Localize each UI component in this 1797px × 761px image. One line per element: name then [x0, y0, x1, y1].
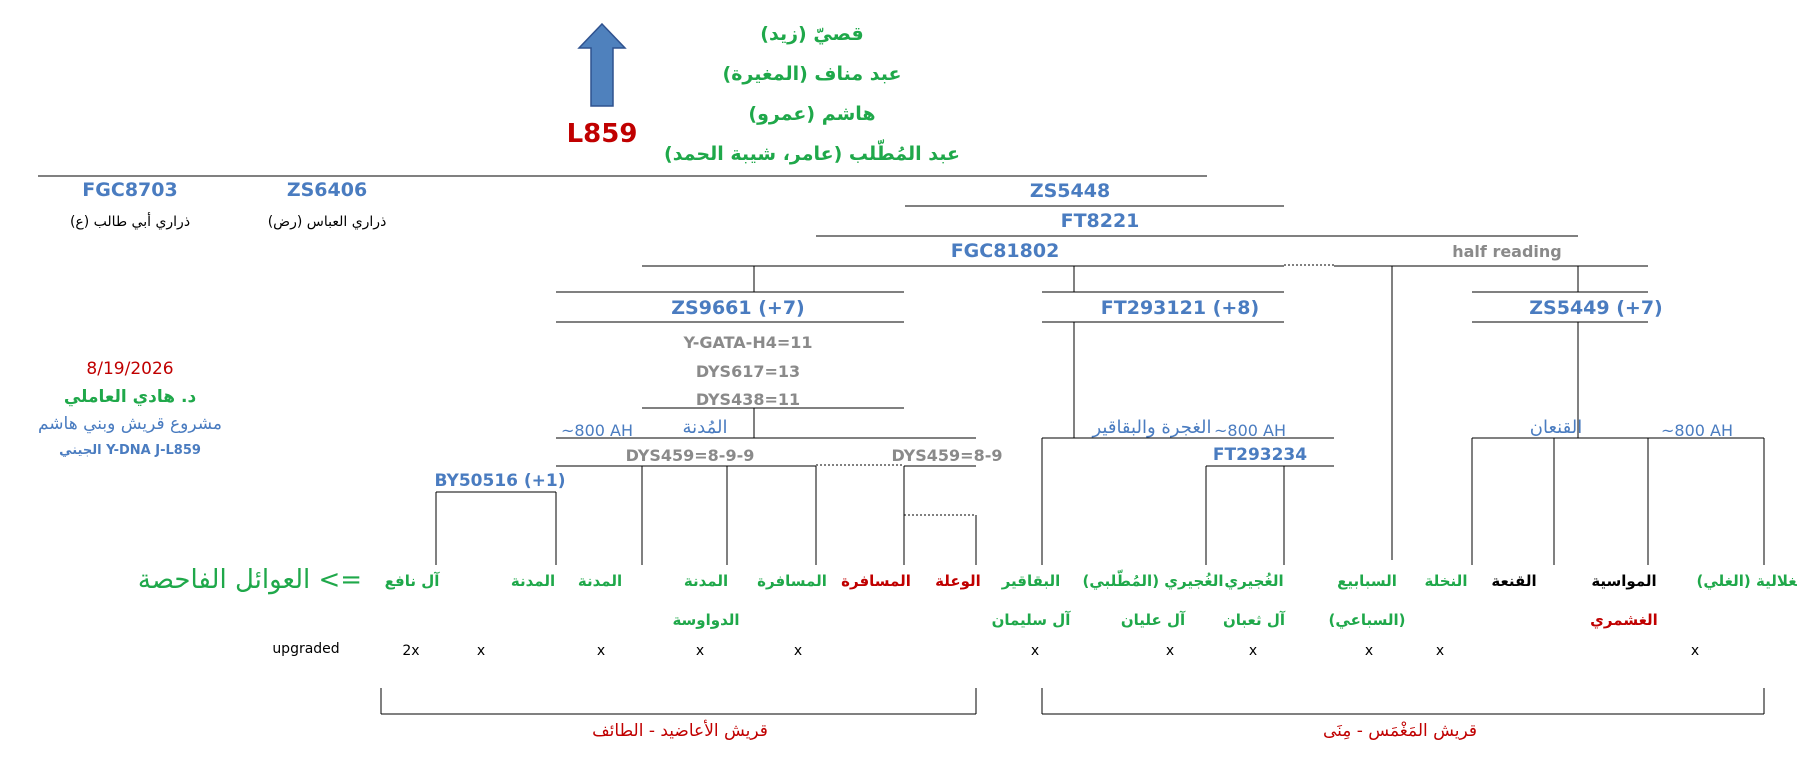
family-name: الغلالية (الغلي): [1696, 572, 1797, 590]
lineage-abd-manaf: عبد مناف (المغيرة): [722, 63, 902, 85]
credit-project: مشروع قريش وبني هاشم: [37, 414, 223, 434]
half-reading-note: half reading: [1452, 242, 1562, 261]
snp-by50516: BY50516 (+1): [434, 471, 566, 491]
lineage-hashim: هاشم (عمرو): [748, 103, 876, 125]
snp-ft293121: FT293121 (+8): [1100, 297, 1260, 319]
family-subname: (السباعي): [1328, 611, 1406, 629]
credit-date: 8/19/2026: [86, 359, 174, 379]
snp-zs5448: ZS5448: [1029, 180, 1111, 202]
family-subname: آل سليمان: [991, 611, 1071, 629]
ah-ghajra: ~800 AH: [1213, 421, 1287, 440]
family-subname: آل عليان: [1120, 611, 1186, 629]
lineage-abd-al-muttalib: عبد المُطّلب (عامر، شيبة الحمد): [664, 143, 960, 165]
upgrade-mark: x: [1030, 643, 1040, 659]
upgrade-mark: x: [695, 643, 705, 659]
family-name: الغُجيري: [1224, 572, 1284, 590]
family-subname: الدواوسة: [672, 611, 740, 629]
family-name: المدنة: [683, 572, 729, 590]
group-ghajra: الغجرة والبقاقير: [1092, 417, 1212, 438]
family-name: الغُجيري (المُطّلبي): [1082, 572, 1224, 590]
root-snp: L859: [566, 119, 638, 149]
footer-right-group: قريش المَغْمَس - مِنَى: [1322, 721, 1478, 741]
footer-left-group: قريش الأعاضيد - الطائف: [592, 721, 768, 741]
family-name: المواسية: [1591, 572, 1657, 590]
str-dys459-waala: DYS459=8-9: [891, 446, 1003, 465]
snp-fgc81802: FGC81802: [950, 240, 1060, 262]
snp-ft293234: FT293234: [1212, 445, 1308, 465]
upgrade-mark: x: [1165, 643, 1175, 659]
group-qanaan: القنعان: [1529, 417, 1583, 438]
credit-author: د. هادي العاملي: [63, 387, 197, 407]
family-name: الوعلة: [935, 572, 981, 590]
upgrade-mark: 2x: [402, 643, 420, 659]
ah-qanaan: ~800 AH: [1660, 421, 1734, 440]
family-name: آل نافع: [384, 572, 440, 590]
str-dys617: DYS617=13: [695, 362, 801, 381]
family-name: المسافرة: [757, 572, 827, 590]
upgrade-mark: x: [476, 643, 486, 659]
upgrade-mark: x: [596, 643, 606, 659]
family-name: السبابيع: [1337, 572, 1397, 590]
credit-sub: الجيني Y-DNA J-L859: [59, 443, 201, 458]
str-gata: Y-GATA-H4=11: [683, 333, 813, 352]
family-subname: الغشمري: [1590, 611, 1658, 629]
upgrade-mark: x: [1690, 643, 1700, 659]
up-arrow-icon: [577, 22, 627, 107]
families-title: العوائل الفاحصة <=: [137, 565, 363, 595]
family-name: النخلة: [1424, 572, 1468, 590]
family-name: المسافرة: [841, 572, 911, 590]
snp-zs5449: ZS5449 (+7): [1529, 297, 1663, 319]
snp-zs9661: ZS9661 (+7): [671, 297, 805, 319]
ah-madana: ~800 AH: [560, 421, 634, 440]
family-name: المدنة: [510, 572, 556, 590]
str-dys438: DYS438=11: [695, 390, 801, 409]
upgrade-mark: x: [1364, 643, 1374, 659]
snp-ft8221: FT8221: [1060, 210, 1140, 232]
str-dys459-madana: DYS459=8-9-9: [625, 446, 755, 465]
label-abi-talib: ذراري أبي طالب (ع): [69, 214, 191, 230]
family-name: المدنة: [577, 572, 623, 590]
family-name: البقاقير: [1001, 572, 1061, 590]
group-madana: المُدنة: [682, 417, 728, 438]
family-name: القنعة: [1491, 572, 1537, 590]
upgrade-mark: x: [1248, 643, 1258, 659]
snp-zs6406: ZS6406: [286, 179, 368, 201]
snp-fgc8703: FGC8703: [82, 179, 178, 201]
upgrade-mark: x: [1435, 643, 1445, 659]
family-subname: آل ثعبان: [1222, 611, 1286, 629]
upgrade-mark: x: [793, 643, 803, 659]
label-abbas: ذراري العباس (رض): [267, 214, 387, 230]
lineage-qusay: قصيّ (زيد): [760, 23, 864, 45]
upgraded-label: upgraded: [272, 641, 340, 657]
